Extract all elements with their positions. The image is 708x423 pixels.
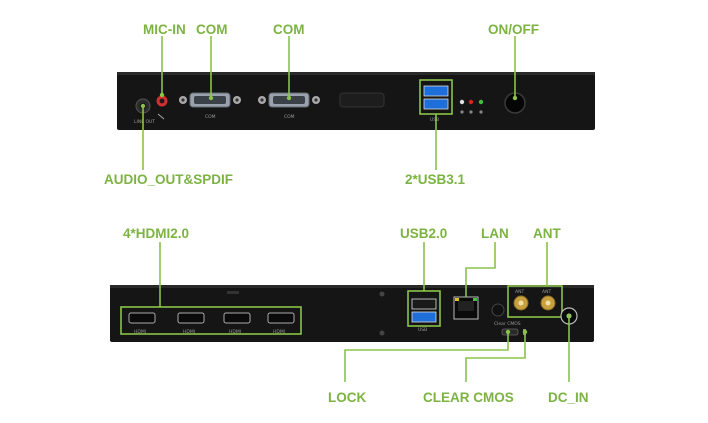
hdmi2-port-text: HDMI bbox=[183, 329, 195, 335]
status-leds bbox=[459, 99, 484, 114]
mic-jack-icon bbox=[156, 95, 168, 120]
label-hdmi: 4*HDMI2.0 bbox=[123, 226, 190, 241]
bottom-io-panel: HDMI HDMI HDMI HDMI USB ANT bbox=[110, 285, 594, 342]
label-com2: COM bbox=[273, 22, 305, 37]
ant-highlight bbox=[507, 285, 563, 318]
com2-port-text: COM bbox=[284, 114, 295, 120]
ant1-port-text: ANT bbox=[515, 289, 524, 295]
usb31-ports: USB bbox=[423, 85, 449, 123]
com1-port: COM bbox=[179, 92, 241, 120]
hdmi1-port-text: HDMI bbox=[134, 329, 146, 335]
hdmi-highlight bbox=[120, 306, 302, 335]
com1-port-text: COM bbox=[205, 114, 216, 120]
hdmi4-port-text: HDMI bbox=[273, 329, 285, 335]
ant2-port-text: ANT bbox=[542, 289, 551, 295]
top-leader-lines bbox=[140, 36, 518, 170]
bottom-leader-lines bbox=[159, 242, 572, 382]
clear-cmos-port-text: Clear CMOS bbox=[494, 321, 521, 327]
com-blank-cover bbox=[339, 92, 385, 108]
label-usb31: 2*USB3.1 bbox=[405, 172, 466, 187]
lan-port-icon bbox=[453, 296, 479, 320]
label-clear-cmos: CLEAR CMOS bbox=[423, 390, 514, 405]
usb31-port-text: USB bbox=[430, 117, 439, 123]
label-ant: ANT bbox=[533, 226, 561, 241]
label-com1: COM bbox=[196, 22, 228, 37]
label-lock: LOCK bbox=[328, 390, 367, 405]
hdmi3-port-text: HDMI bbox=[229, 329, 241, 335]
hdmi-ports: HDMI HDMI HDMI HDMI bbox=[128, 312, 295, 335]
label-on-off: ON/OFF bbox=[488, 22, 539, 37]
top-io-panel: LINE OUT COM COM bbox=[117, 72, 595, 130]
antenna-connector-icon: ANT ANT bbox=[513, 289, 556, 311]
usb20-ports: USB bbox=[411, 298, 437, 333]
label-lan: LAN bbox=[481, 226, 509, 241]
label-usb20: USB2.0 bbox=[400, 226, 448, 241]
usb20-port-text: USB bbox=[418, 327, 427, 333]
label-audio-out: AUDIO_OUT&SPDIF bbox=[104, 172, 234, 187]
svg-text:LINE OUT: LINE OUT bbox=[134, 119, 155, 125]
label-dc-in: DC_IN bbox=[548, 390, 589, 405]
label-mic-in: MIC-IN bbox=[143, 22, 186, 37]
